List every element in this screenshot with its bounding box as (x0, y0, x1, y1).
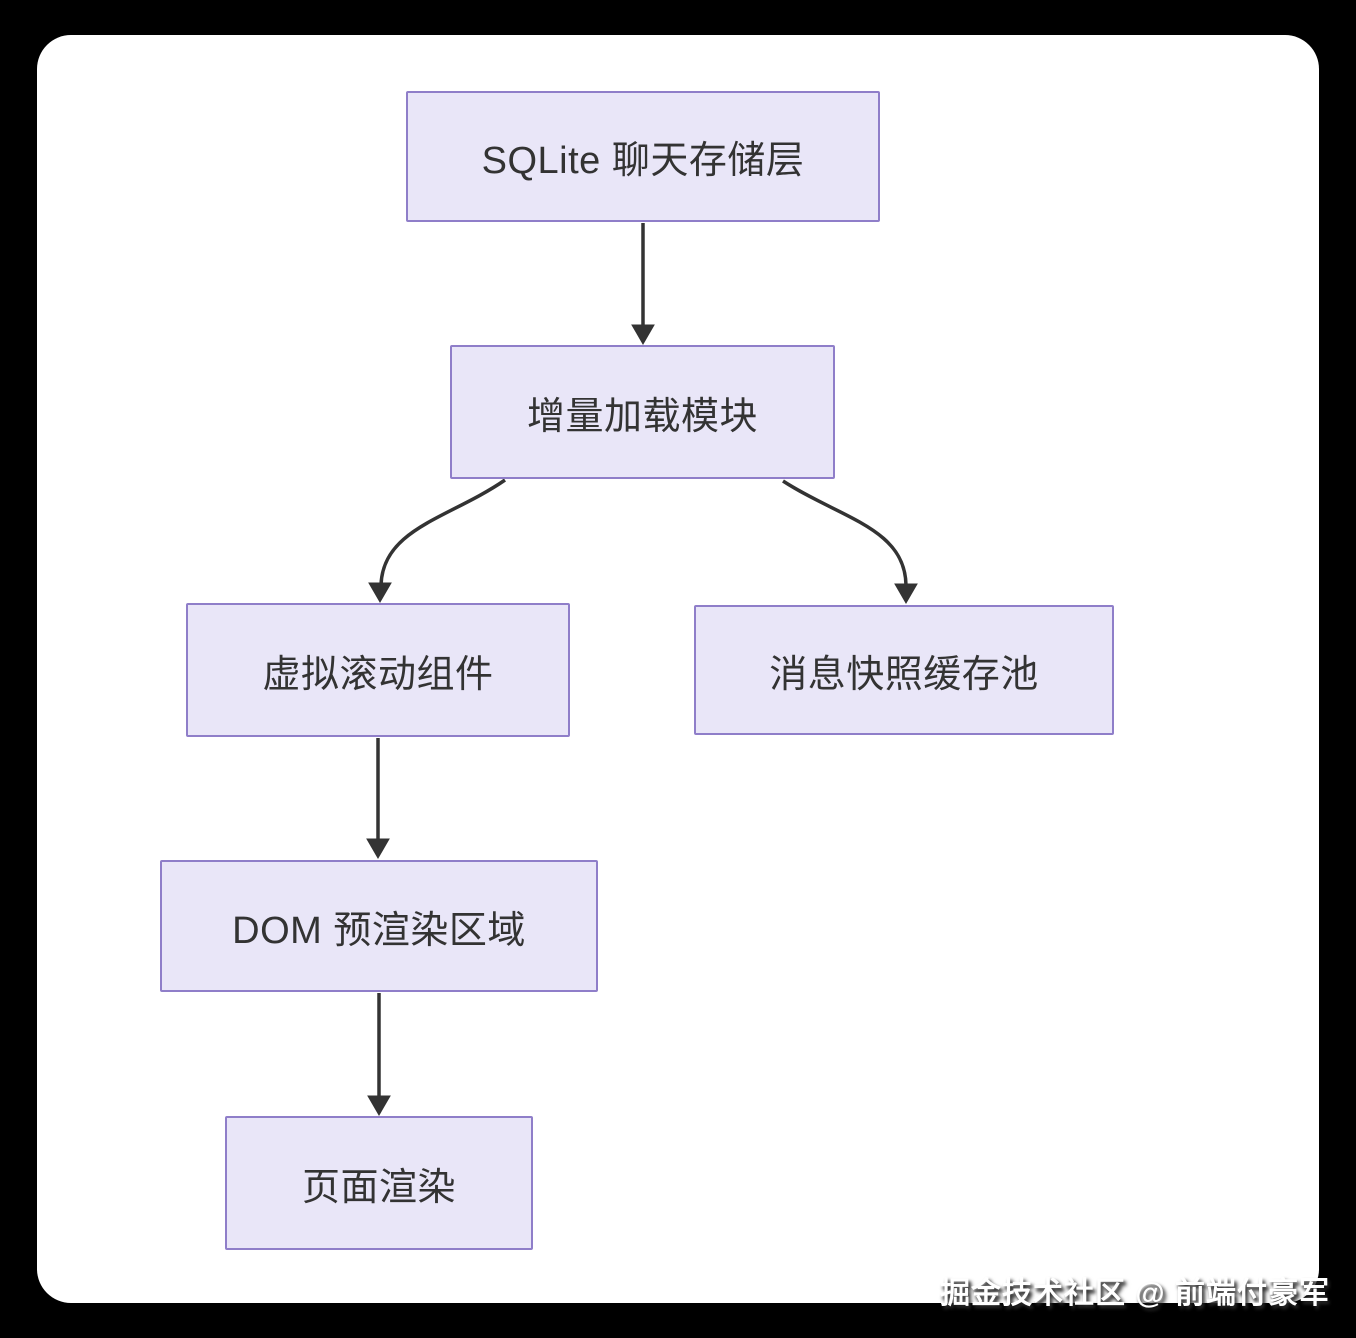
node-incremental-loader-label: 增量加载模块 (526, 395, 758, 438)
watermark: 掘金技术社区 @ 前端付豪军 (940, 1277, 1330, 1310)
node-sqlite-storage: SQLite 聊天存储层 (406, 91, 880, 222)
node-snapshot-cache-label: 消息快照缓存池 (769, 653, 1039, 696)
node-virtual-scroll: 虚拟滚动组件 (186, 603, 570, 737)
node-dom-prerender: DOM 预渲染区域 (160, 860, 598, 992)
node-page-render: 页面渲染 (225, 1116, 533, 1250)
node-incremental-loader: 增量加载模块 (450, 345, 835, 479)
node-sqlite-storage-label: SQLite 聊天存储层 (481, 140, 805, 182)
node-virtual-scroll-label: 虚拟滚动组件 (262, 653, 494, 696)
node-snapshot-cache: 消息快照缓存池 (694, 605, 1114, 735)
node-page-render-label: 页面渲染 (301, 1166, 456, 1209)
node-dom-prerender-label: DOM 预渲染区域 (232, 909, 526, 952)
